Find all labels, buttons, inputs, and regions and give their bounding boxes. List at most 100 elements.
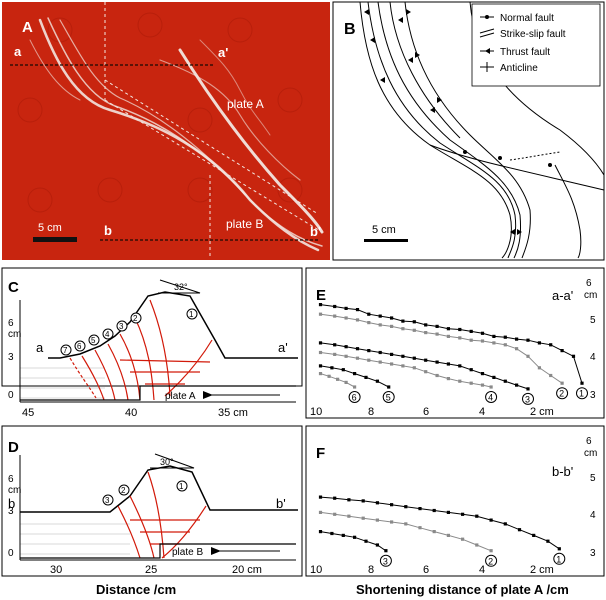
- data-point: [446, 533, 450, 537]
- series-label: 2: [488, 556, 493, 566]
- left-axis-title: Distance /cm: [96, 582, 176, 597]
- faults-c: [69, 299, 213, 401]
- svg-text:6: 6: [423, 564, 429, 576]
- data-point: [526, 338, 530, 342]
- data-point: [435, 332, 439, 336]
- data-point: [390, 362, 394, 366]
- data-point: [469, 368, 473, 372]
- data-point: [344, 306, 348, 310]
- panel-e-label: a-a': [552, 288, 573, 303]
- plate-label-d: plate B: [172, 547, 203, 558]
- svg-text:6: 6: [8, 474, 14, 485]
- svg-text:25: 25: [145, 564, 157, 576]
- series-label: 3: [525, 394, 530, 404]
- series-label: 2: [559, 389, 564, 399]
- data-point: [318, 341, 323, 345]
- svg-text:35 cm: 35 cm: [218, 407, 248, 419]
- series-label: 4: [488, 393, 493, 403]
- svg-text:cm: cm: [584, 448, 597, 459]
- x-ticks-c: 45 40 35 cm: [22, 407, 248, 419]
- section-end-c: a': [278, 340, 288, 355]
- data-point: [344, 316, 348, 320]
- data-point: [375, 518, 379, 522]
- data-point: [364, 539, 368, 543]
- photo-texture: [17, 12, 303, 213]
- data-point: [458, 364, 462, 368]
- angle-label-c: 32°: [174, 282, 188, 292]
- data-point: [537, 366, 541, 370]
- data-point: [461, 537, 465, 541]
- plate-a-label: plate A: [227, 97, 264, 111]
- scale-label-b: 5 cm: [372, 224, 396, 236]
- data-point: [390, 503, 394, 507]
- data-point: [375, 543, 379, 547]
- svg-text:20 cm: 20 cm: [232, 564, 262, 576]
- data-point: [446, 510, 450, 514]
- data-point: [333, 343, 337, 347]
- svg-text:3: 3: [590, 548, 596, 559]
- faults-d: [117, 471, 207, 559]
- svg-text:1: 1: [189, 310, 194, 319]
- data-point: [469, 329, 473, 333]
- data-point: [503, 522, 507, 526]
- data-point: [446, 327, 450, 331]
- data-point: [418, 526, 422, 530]
- x-ticks-f: 10 8 6 4 2 cm: [310, 564, 554, 576]
- panel-c-frame: [1, 267, 303, 387]
- svg-text:4: 4: [479, 564, 485, 576]
- panel-c: C 6 cm 3 0 45 40 35 cm: [1, 267, 303, 419]
- panel-d: D 6 cm 3 0 30 25 20 cm b b' 30°: [1, 425, 303, 577]
- scale-bar-b: [364, 239, 408, 242]
- data-point: [318, 303, 323, 307]
- panel-b: B Normal fault Strike-slip fault: [332, 1, 605, 261]
- data-point: [344, 345, 348, 349]
- svg-text:2: 2: [121, 486, 126, 495]
- y-ticks-d: 6 cm 3 0: [8, 474, 21, 559]
- data-point: [378, 360, 382, 364]
- plate-label-c: plate A: [165, 391, 196, 402]
- data-point: [318, 530, 323, 534]
- data-point: [412, 320, 416, 324]
- data-point: [355, 356, 360, 360]
- data-point: [537, 341, 541, 345]
- fault-numbers-d: 3 2 1: [102, 480, 188, 506]
- legend-normal-fault: Normal fault: [500, 13, 554, 24]
- data-point: [355, 347, 360, 351]
- data-point: [347, 514, 351, 518]
- data-point: [333, 352, 337, 356]
- panel-c-letter: C: [8, 279, 19, 296]
- panel-b-letter: B: [344, 21, 356, 38]
- data-point: [432, 508, 436, 513]
- data-point: [347, 498, 351, 502]
- plot-area-f: 123: [318, 495, 566, 567]
- series-label: 5: [386, 393, 391, 403]
- series-badge: [553, 552, 566, 565]
- series-line-4: [320, 352, 492, 388]
- svg-text:2 cm: 2 cm: [530, 564, 554, 576]
- data-point: [364, 375, 368, 379]
- data-point: [318, 510, 323, 514]
- x-ticks-d: 30 25 20 cm: [50, 564, 262, 576]
- section-b-end-label: b': [310, 224, 321, 239]
- data-point: [526, 387, 530, 391]
- data-point: [378, 314, 382, 318]
- data-point: [375, 501, 379, 505]
- angle-indicator-d: [150, 453, 195, 469]
- svg-text:4: 4: [590, 352, 596, 363]
- y-ticks-f: 6 cm 5 4 3: [584, 436, 597, 559]
- data-point: [318, 495, 323, 499]
- series-badge: [576, 387, 588, 400]
- data-point: [333, 314, 337, 318]
- data-point: [458, 327, 462, 332]
- svg-text:cm: cm: [8, 485, 21, 496]
- data-point: [432, 530, 436, 534]
- svg-text:5: 5: [91, 336, 96, 345]
- data-point: [404, 522, 408, 526]
- data-point: [435, 373, 439, 378]
- series-label: 1: [579, 389, 584, 399]
- svg-text:45: 45: [22, 407, 34, 419]
- data-point: [330, 531, 334, 536]
- data-point: [480, 339, 485, 343]
- legend: Normal fault Strike-slip fault Thrust fa…: [479, 13, 566, 74]
